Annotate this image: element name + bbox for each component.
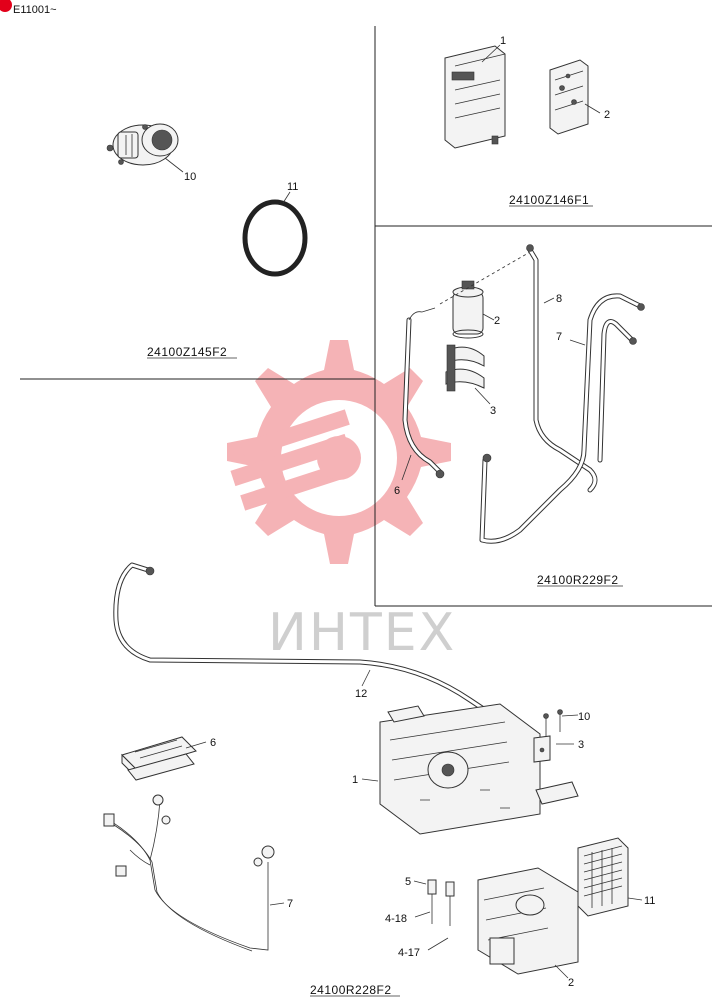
leader-core-11	[627, 897, 643, 901]
callout-screws-5: 5	[405, 876, 411, 888]
leader-receiver	[482, 313, 495, 321]
clamp-part	[445, 344, 485, 392]
leader-ref-417	[427, 937, 449, 951]
core-11-part	[577, 837, 629, 917]
caption-top-left: 24100Z145F2	[147, 345, 227, 359]
o-ring-part	[242, 199, 308, 277]
leader-unit	[481, 44, 501, 63]
leader-cover-6	[185, 741, 207, 749]
harness-7-part	[103, 794, 275, 952]
bracket-part	[549, 59, 589, 135]
callout-ref-418: 4-18	[385, 913, 407, 925]
leader-hose-12	[361, 669, 371, 687]
header-code: E11001~	[13, 4, 57, 16]
callout-o-ring: 11	[287, 181, 298, 193]
callout-unit-1: 1	[352, 774, 358, 786]
bracket-3-part	[533, 735, 551, 763]
watermark-gear-logo	[227, 340, 451, 564]
callout-hose-6: 6	[394, 485, 400, 497]
hose-7-part	[479, 293, 645, 544]
bolt-10-part	[543, 709, 563, 738]
leader-o-ring	[282, 191, 291, 204]
housing-2-part	[477, 867, 579, 975]
leader-bolt-10	[561, 714, 579, 717]
callout-housing-2: 2	[568, 977, 574, 989]
control-unit-part	[444, 45, 506, 149]
receiver-drier-part	[452, 280, 484, 339]
callout-compressor: 10	[184, 171, 196, 183]
caption-middle-right: 24100R229F2	[537, 573, 619, 587]
leader-unit-1	[361, 778, 379, 782]
hose-6-part	[402, 307, 445, 479]
callout-bracket: 2	[604, 109, 610, 121]
leader-harness-7	[269, 902, 285, 906]
callout-bracket-3: 3	[578, 739, 584, 751]
leader-ref-418	[414, 911, 431, 918]
callout-unit: 1	[500, 35, 506, 47]
screws-5-part	[427, 879, 455, 926]
callout-ref-417: 4-17	[398, 947, 420, 959]
cover-6-part	[121, 736, 197, 781]
hvac-unit-1-part	[379, 703, 579, 835]
red-marker-icon	[0, 0, 12, 12]
hose-8-part	[526, 244, 598, 493]
caption-top-right: 24100Z146F1	[509, 193, 589, 207]
leader-hose-6	[401, 454, 412, 481]
callout-hose-12: 12	[355, 688, 367, 700]
leader-screws-5	[413, 880, 427, 885]
watermark-text: ИНТЕХ	[268, 603, 456, 663]
callout-cover-6: 6	[210, 737, 216, 749]
leader-housing-2	[554, 964, 569, 979]
callout-clamp: 3	[490, 405, 496, 417]
callout-hose-7: 7	[556, 331, 562, 343]
leader-clamp	[474, 387, 491, 405]
callout-receiver: 2	[494, 315, 500, 327]
caption-bottom: 24100R228F2	[310, 983, 392, 997]
leader-hose-7	[569, 339, 586, 346]
callout-hose-8: 8	[556, 293, 562, 305]
compressor-part	[106, 123, 179, 166]
leader-hose-8	[543, 297, 555, 304]
callout-core-11: 11	[644, 895, 655, 907]
callout-bolt-10: 10	[578, 711, 590, 723]
leader-bracket	[584, 103, 601, 114]
leader-compressor	[164, 157, 184, 173]
callout-harness-7: 7	[287, 898, 293, 910]
